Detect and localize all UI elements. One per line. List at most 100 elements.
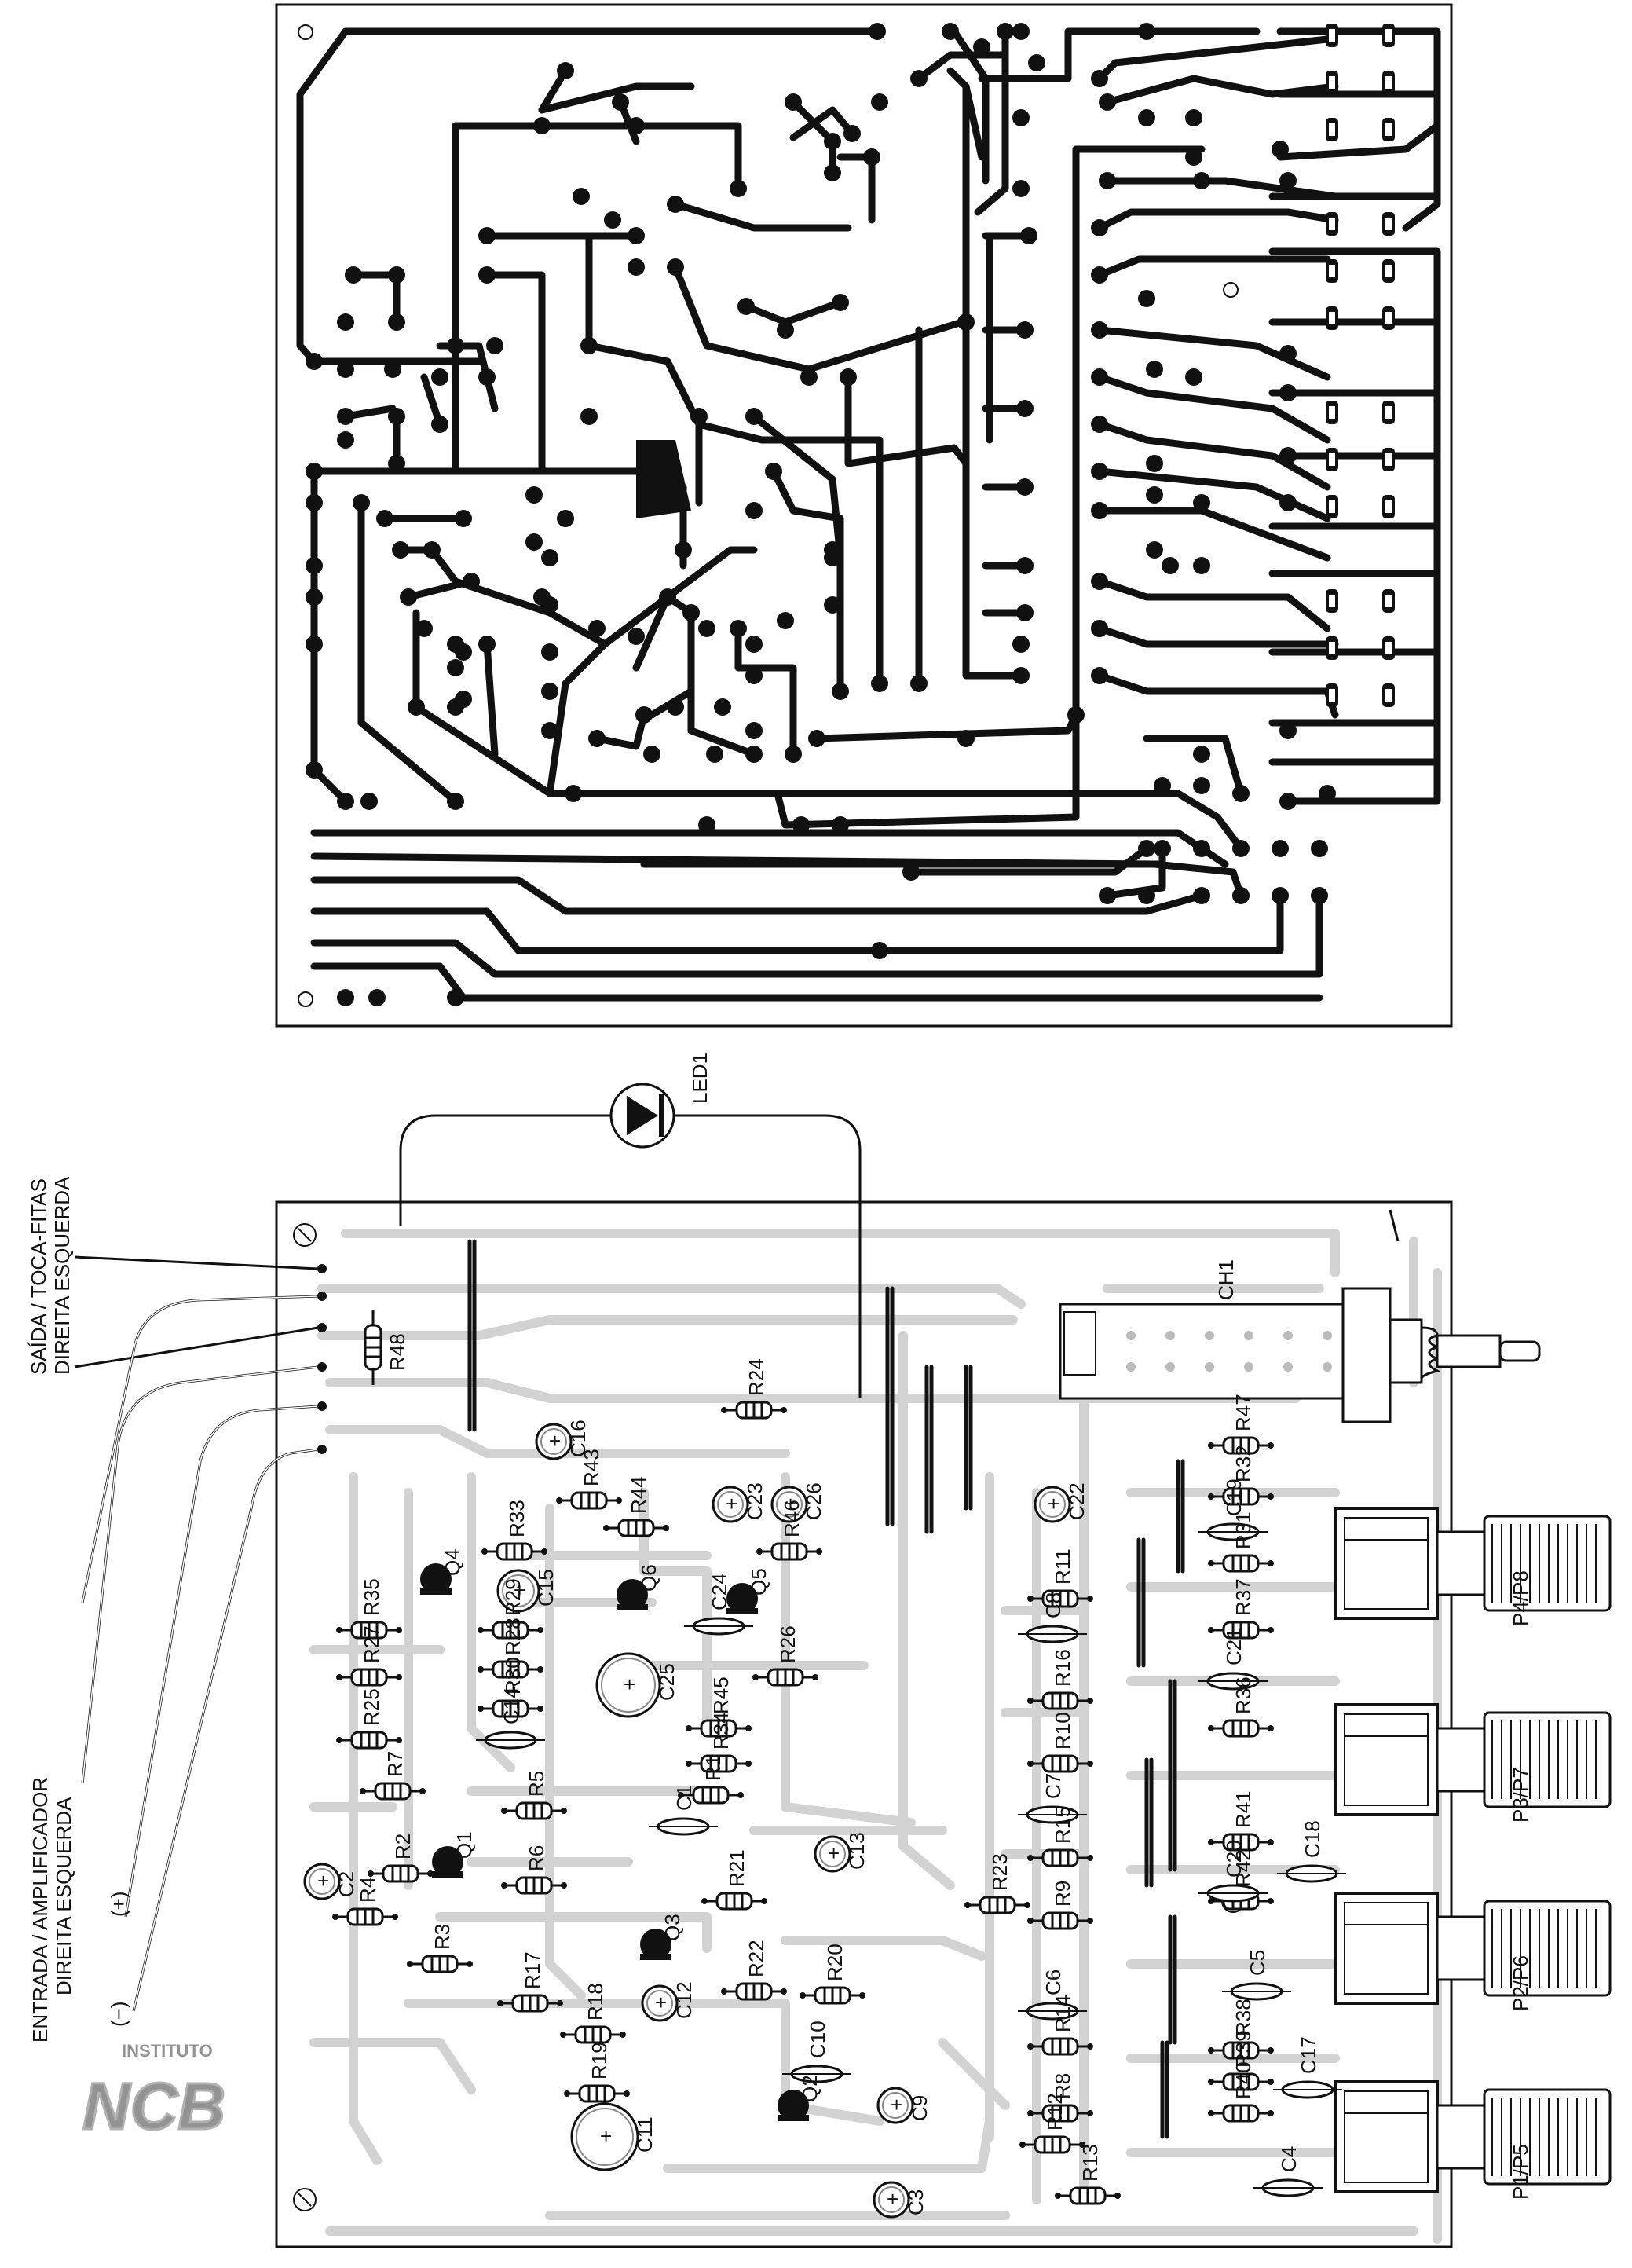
capacitor-c22: + [1034,1486,1071,1523]
label-r47: R47 [1231,1394,1255,1431]
resistor-r10 [1027,1754,1093,1773]
label-r42: R42 [1231,1849,1255,1887]
svg-text:+: + [624,1673,635,1696]
label-r38: R38 [1231,1999,1255,2036]
pot-label-2: P3/P7 [1509,1767,1532,1823]
resistor-r19 [564,2084,630,2103]
input-channels-label: DIREITA ESQUERDA [52,1797,75,1995]
label-c1: C1 [672,1785,696,1811]
label-c26: C26 [802,1482,825,1520]
resistor-r9 [1027,1911,1093,1930]
label-r29: R29 [501,1578,525,1616]
resistor-r35 [336,1621,402,1640]
svg-text:+: + [828,1841,840,1865]
svg-text:+: + [600,2124,612,2148]
instituto-ncb-logo: INSTITUTO NCB [82,2041,227,2145]
label-r25: R25 [360,1688,383,1726]
capacitor-c6 [1018,2002,1087,2021]
capacitor-c11: + [570,2102,639,2171]
label-r9: R9 [1051,1881,1074,1907]
resistor-r40 [1208,2104,1274,2123]
label-c13: C13 [845,1832,869,1870]
led1-label: LED1 [688,1053,712,1104]
label-r8: R8 [1051,2073,1074,2099]
resistor-r20 [800,1986,865,2005]
resistor-r2 [368,1864,434,1883]
resistor-r16 [1027,1691,1093,1710]
capacitor-c1 [649,1817,718,1836]
output-title-label: SAÍDA / TOCA-FITAS [27,1178,50,1375]
label-c6: C6 [1041,1969,1065,1995]
pot-label-4: P1/P5 [1509,2144,1532,2200]
capacitor-c19 [1198,1522,1268,1541]
label-c21: C21 [1222,1628,1246,1665]
label-c12: C12 [672,1981,696,2019]
label-r31: R31 [1231,1511,1255,1549]
label-r27: R27 [360,1625,383,1663]
resistor-r18 [560,2025,626,2044]
output-channels-label: DIREITA ESQUERDA [50,1176,74,1375]
capacitor-c17 [1273,2080,1342,2099]
label-r36: R36 [1231,1676,1255,1714]
label-r12: R12 [1043,2093,1067,2131]
pot-label-1: P4/P8 [1509,1570,1532,1626]
label-r32: R32 [1231,1445,1255,1482]
label-c14: C14 [499,1687,523,1724]
resistor-r41 [1208,1833,1274,1852]
label-r4: R4 [356,1877,379,1903]
label-q5: Q5 [747,1568,770,1596]
resistor-r4 [332,1907,398,1926]
label-q2: Q2 [798,2075,821,2102]
svg-text:+: + [549,1429,561,1453]
resistor-r24 [721,1401,787,1420]
capacitor-c23: + [712,1486,749,1523]
capacitor-c24 [684,1617,753,1636]
label-r40: R40 [1231,2061,1255,2099]
resistor-r33 [481,1542,547,1561]
capacitor-c3: + [873,2181,910,2219]
label-c5: C5 [1246,1950,1269,1976]
label-c11: C11 [633,2116,657,2153]
capacitor-c16: + [535,1423,573,1460]
resistor-r7 [360,1782,426,1801]
label-c20: C20 [1222,1840,1246,1878]
capacitor-c5 [1222,1982,1291,2001]
label-r23: R23 [988,1853,1012,1891]
capacitor-c25: + [595,1652,661,1718]
svg-text:+: + [887,2187,898,2211]
capacitor-c9: + [876,2087,914,2124]
label-c17: C17 [1297,2036,1320,2074]
label-r16: R16 [1051,1649,1074,1687]
label-c15: C15 [534,1569,558,1607]
resistor-r6 [501,1876,567,1895]
label-r15: R15 [1051,1806,1074,1844]
label-r41: R41 [1231,1790,1255,1828]
resistor-r17 [497,1994,563,2013]
label-c10: C10 [806,2021,829,2058]
label-c23: C23 [743,1482,767,1520]
capacitor-c18 [1277,1864,1346,1883]
label-r48: R48 [386,1333,409,1371]
resistor-r25 [336,1731,402,1750]
ch1-label: CH1 [1214,1259,1238,1300]
resistor-r32 [1208,1487,1274,1506]
logo-line1: INSTITUTO [122,2041,213,2061]
resistor-r38 [1208,2041,1274,2060]
label-r5: R5 [525,1771,548,1797]
label-r20: R20 [823,1944,847,1981]
input-title-label: ENTRADA / AMPLIFICADOR [28,1777,52,2043]
label-c18: C18 [1301,1820,1324,1858]
resistor-r8 [1027,2104,1093,2123]
label-r34: R34 [709,1712,733,1750]
label-c4: C4 [1277,2146,1301,2172]
pcb-copper-layout [275,3,1453,1028]
resistor-r3 [407,1955,473,1973]
label-r26: R26 [776,1625,800,1663]
transistor-q4 [420,1563,452,1595]
resistor-r46 [756,1542,822,1561]
pcb-component-layout: ++++++++++++ R1R2R3R4R5R6R7R8R9R10R11R12… [27,1053,1612,2248]
resistor-r21 [701,1892,767,1911]
label-r6: R6 [525,1845,548,1871]
label-r18: R18 [584,1983,607,2021]
resistor-r26 [752,1668,818,1687]
